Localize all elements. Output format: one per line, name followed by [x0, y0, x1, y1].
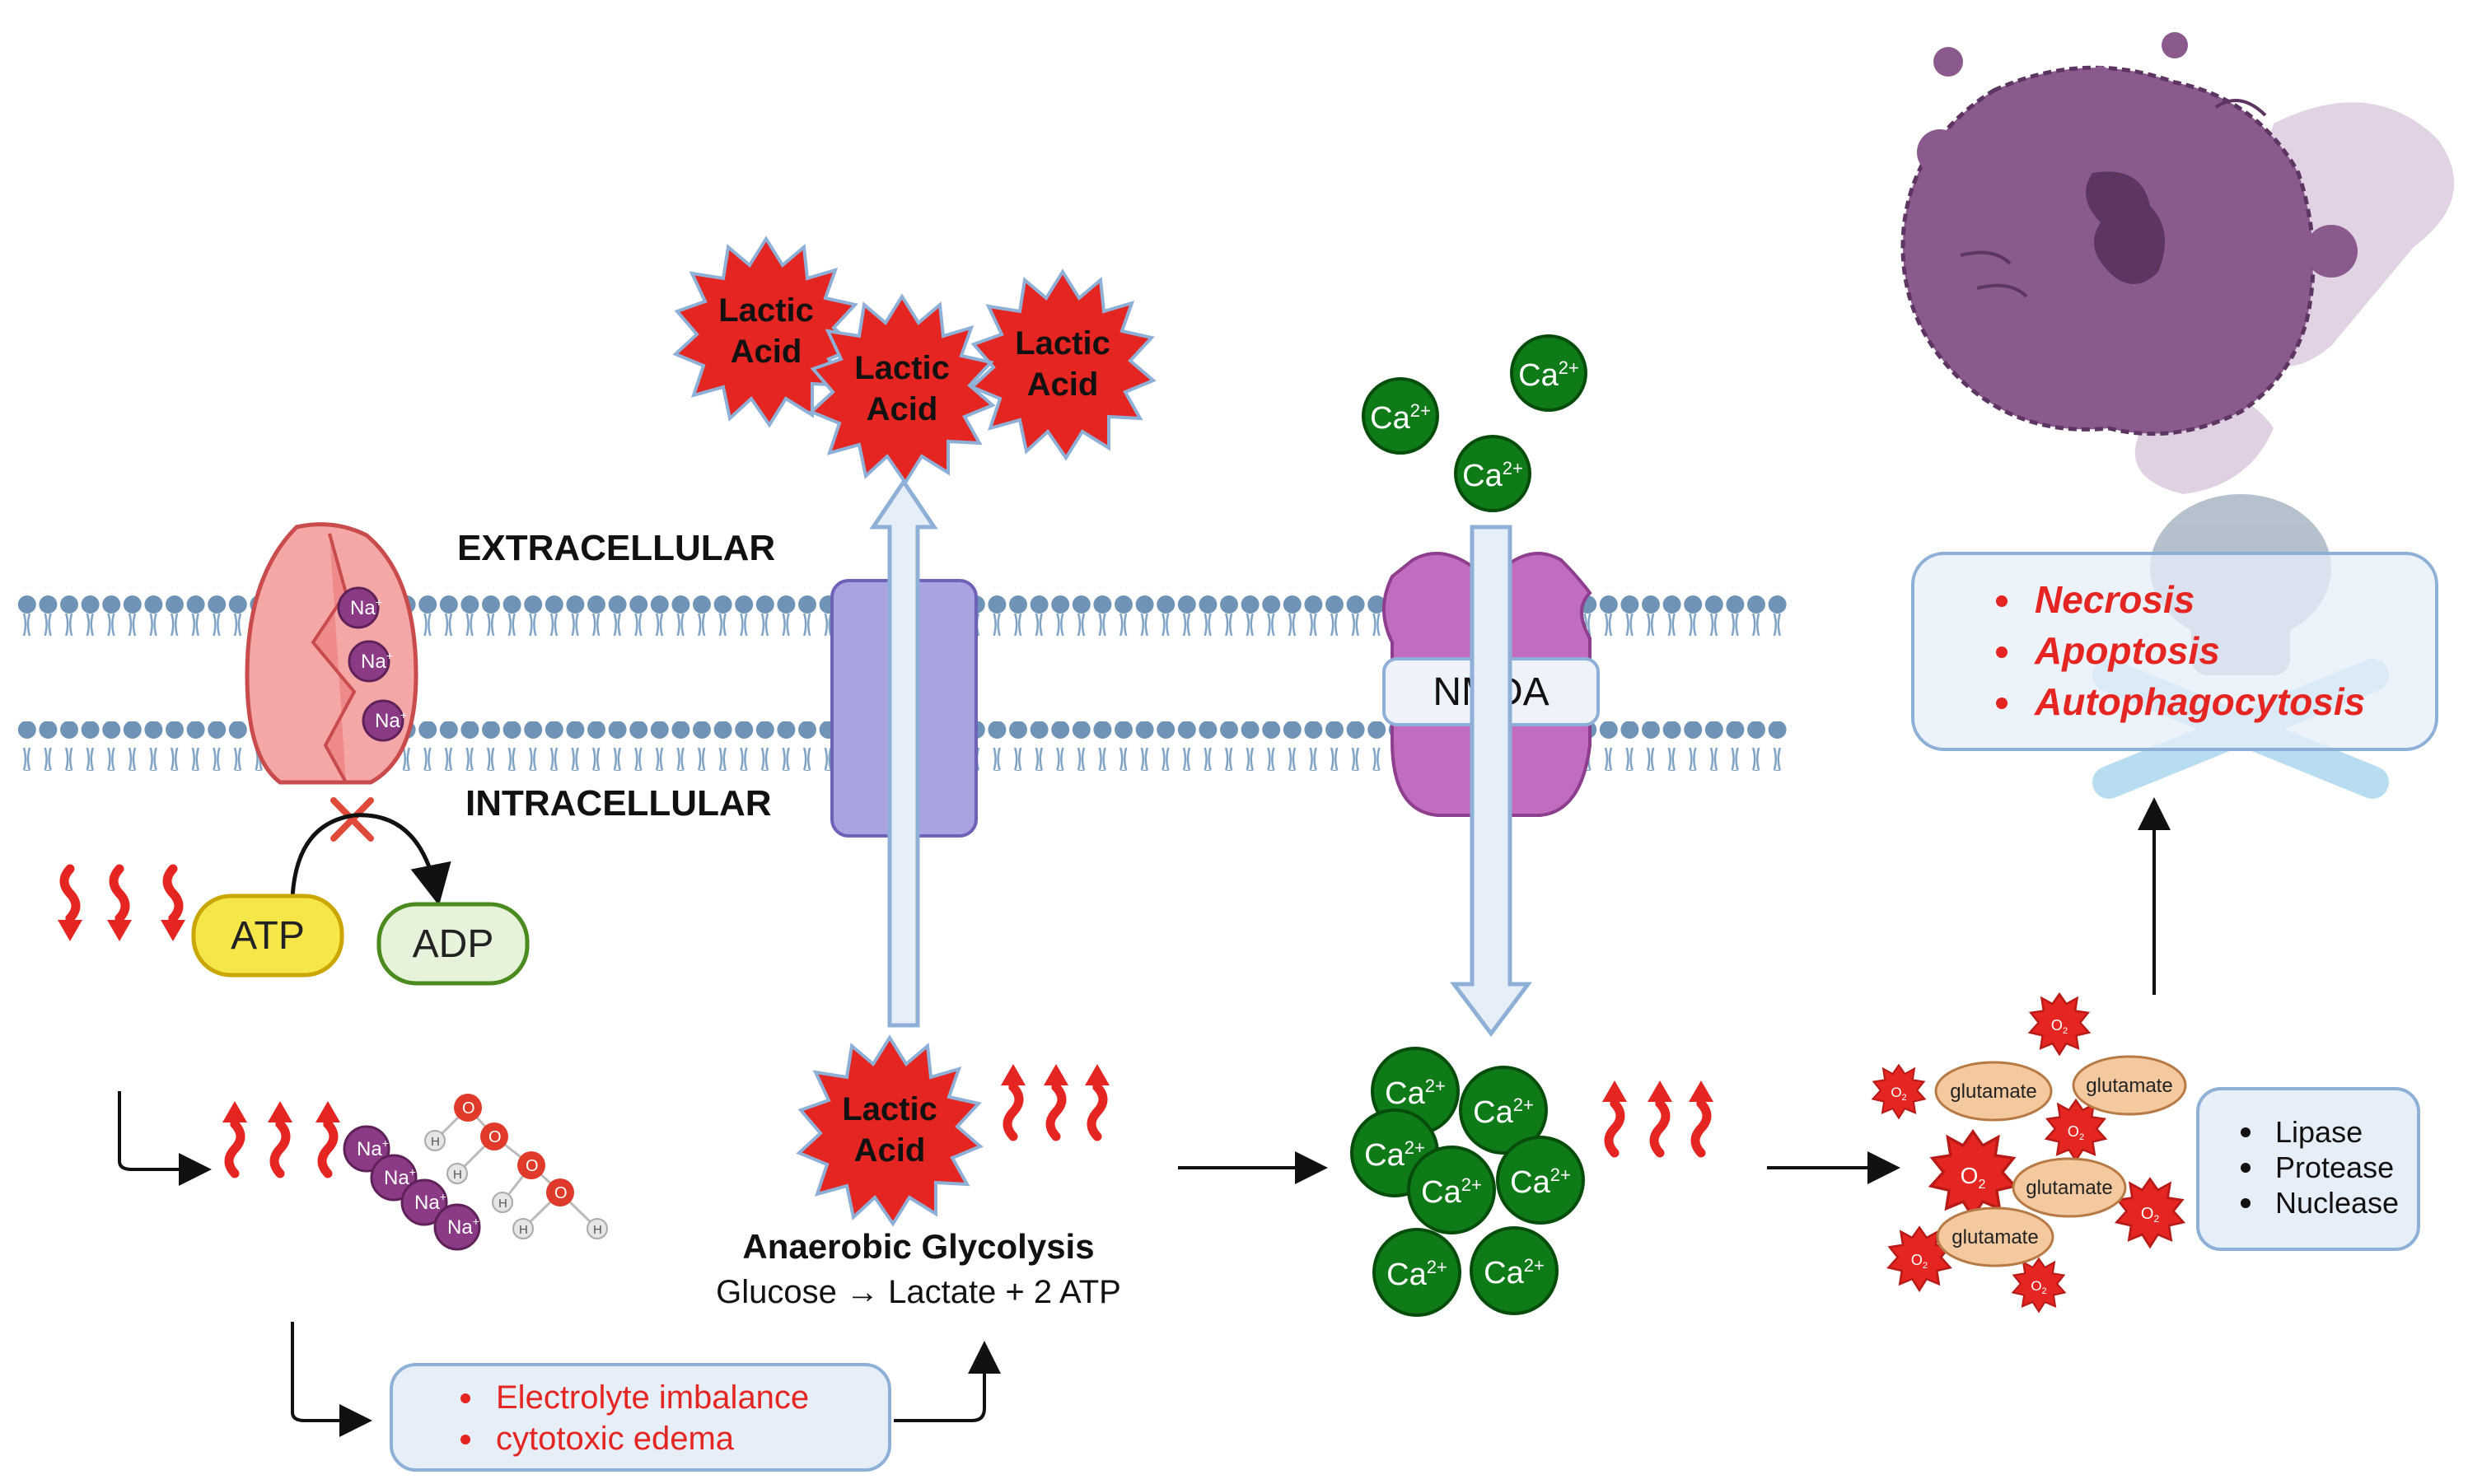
consequence-item: cytotoxic edema: [496, 1421, 735, 1457]
svg-text:Na+: Na+: [384, 1165, 416, 1189]
flow-arrow-1: [118, 1091, 212, 1186]
svg-text:O2: O2: [2031, 1278, 2046, 1296]
svg-text:O: O: [526, 1157, 539, 1175]
intracellular-label: INTRACELLULAR: [465, 783, 772, 824]
svg-text:O2: O2: [2051, 1017, 2068, 1036]
extracellular-calcium-ions: Ca2+ Ca2+ Ca2+: [1362, 334, 1587, 512]
cell-death-box: Necrosis Apoptosis Autophagocytosis: [1911, 552, 2438, 751]
calcium-influx-arrow: [1450, 525, 1532, 1038]
svg-text:Lactic: Lactic: [718, 292, 814, 329]
svg-text:Na+: Na+: [361, 649, 393, 673]
water-molecules-icon: O O O O H H H H H: [424, 1094, 608, 1239]
svg-text:Lactic: Lactic: [1015, 325, 1110, 362]
cell-death-item: Necrosis: [2035, 578, 2195, 621]
svg-text:O2: O2: [1891, 1085, 1906, 1103]
svg-text:Acid: Acid: [867, 391, 938, 427]
svg-text:Lactic: Lactic: [842, 1091, 937, 1127]
svg-text:O: O: [488, 1128, 502, 1146]
svg-text:H: H: [431, 1135, 440, 1149]
lactic-acid-star: Lactic Acid: [970, 270, 1155, 460]
cell-death-item: Autophagocytosis: [2034, 680, 2365, 723]
svg-text:O: O: [462, 1099, 475, 1118]
atp-pill: ATP: [191, 894, 344, 978]
svg-text:H: H: [519, 1223, 528, 1237]
lactic-acid-star: Lactic Acid: [674, 237, 858, 427]
svg-text:Ca2+: Ca2+: [1385, 1076, 1446, 1111]
enzyme-item: Nuclease: [2275, 1186, 2399, 1220]
svg-text:Ca2+: Ca2+: [1386, 1257, 1447, 1292]
svg-text:Lactic: Lactic: [854, 350, 950, 386]
glycolysis-equation: Glucose → Lactate + 2 ATP: [716, 1274, 1121, 1310]
lactate-increase-arrows-icon: [1001, 1064, 1110, 1136]
consequences-box: Electrolyte imbalance cytotoxic edema: [390, 1363, 891, 1472]
calcium-increase-arrows-icon: [1602, 1080, 1713, 1153]
sodium-potassium-pump: Na+ Na+ Na+: [245, 522, 418, 785]
svg-text:Ca2+: Ca2+: [1364, 1137, 1425, 1173]
glycolysis-title: Anaerobic Glycolysis: [742, 1227, 1094, 1266]
pump-sodium-ions: Na+ Na+ Na+: [337, 586, 407, 742]
svg-text:Na+: Na+: [375, 708, 407, 732]
svg-text:glutamate: glutamate: [2086, 1075, 2172, 1097]
svg-text:glutamate: glutamate: [1951, 1226, 2038, 1248]
svg-text:Ca2+: Ca2+: [1518, 357, 1579, 393]
svg-text:Ca2+: Ca2+: [1421, 1174, 1482, 1210]
svg-text:ATP: ATP: [231, 914, 305, 958]
svg-text:Ca2+: Ca2+: [1370, 400, 1431, 436]
svg-text:O2: O2: [2068, 1123, 2084, 1142]
consequence-item: Electrolyte imbalance: [496, 1379, 809, 1416]
svg-text:Acid: Acid: [731, 334, 802, 370]
blocked-x-icon: [330, 797, 374, 842]
lactate-efflux-arrow: [869, 478, 938, 1028]
dying-cell-icon: [1900, 32, 2455, 494]
svg-text:Na+: Na+: [414, 1190, 446, 1214]
lactic-acid-star-intracellular: Lactic Acid: [797, 1036, 982, 1225]
svg-text:O2: O2: [2141, 1205, 2160, 1225]
intracellular-sodium-ions: Na+ Na+ Na+ Na+: [343, 1125, 481, 1251]
svg-text:H: H: [498, 1197, 507, 1211]
svg-text:H: H: [453, 1168, 462, 1182]
svg-text:glutamate: glutamate: [2026, 1177, 2112, 1199]
enzyme-item: Lipase: [2275, 1115, 2363, 1149]
oxidative-stress-glutamate: O2 O2 O2 O2 O2 O2 O2 glutamate glutamate…: [1872, 992, 2187, 1313]
svg-text:Ca2+: Ca2+: [1484, 1255, 1545, 1290]
svg-text:Acid: Acid: [854, 1132, 926, 1169]
nmda-receptor: NMDA: [1382, 552, 1600, 817]
sodium-increase-arrows-icon: [222, 1101, 340, 1174]
svg-text:Acid: Acid: [1027, 366, 1099, 403]
cell-death-item: Apoptosis: [2034, 629, 2220, 672]
intracellular-calcium-ions: Ca2+ Ca2+ Ca2+ Ca2+ Ca2+ Ca2+ Ca2+: [1350, 1047, 1585, 1317]
enzyme-item: Protease: [2275, 1150, 2394, 1184]
atp-hydrolysis-arrow: [290, 813, 451, 906]
flow-arrow-3: [894, 1341, 1001, 1422]
svg-text:Na+: Na+: [357, 1136, 389, 1160]
svg-text:Ca2+: Ca2+: [1510, 1164, 1571, 1200]
svg-text:Na+: Na+: [447, 1215, 479, 1239]
svg-text:Ca2+: Ca2+: [1473, 1094, 1534, 1130]
flow-arrow-2: [291, 1322, 372, 1437]
svg-text:Na+: Na+: [350, 595, 382, 619]
enzymes-box: Lipase Protease Nuclease: [2196, 1087, 2420, 1251]
svg-text:O2: O2: [1911, 1252, 1928, 1271]
svg-text:H: H: [593, 1223, 602, 1237]
svg-text:O2: O2: [1961, 1163, 1986, 1192]
svg-text:Ca2+: Ca2+: [1462, 458, 1523, 493]
svg-text:O: O: [554, 1184, 568, 1202]
adp-pill: ADP: [376, 902, 530, 986]
svg-text:glutamate: glutamate: [1950, 1080, 2036, 1103]
atp-decrease-arrows-icon: [58, 869, 185, 941]
extracellular-label: EXTRACELLULAR: [457, 528, 775, 568]
lactic-acid-star: Lactic Acid: [810, 295, 994, 484]
svg-text:ADP: ADP: [413, 922, 494, 966]
